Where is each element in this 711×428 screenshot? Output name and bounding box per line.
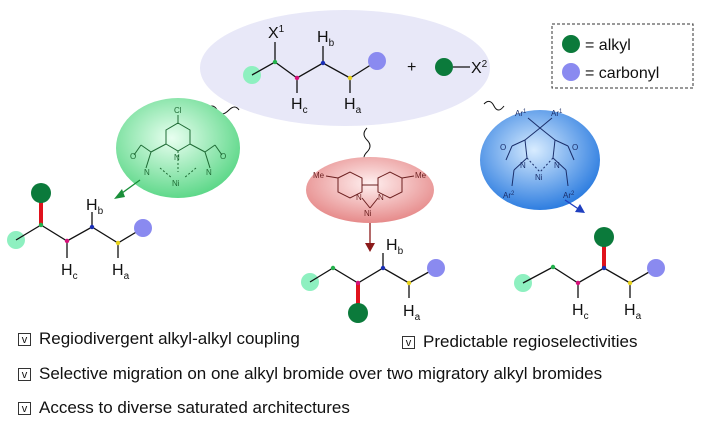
bullet-selective-migration: v Selective migration on one alkyl bromi… (18, 364, 602, 384)
right-catalyst: Ar1 Ar1 O O N N Ni Ar2 Ar2 (480, 109, 600, 210)
middle-cat-me-right: Me (415, 171, 427, 180)
squiggle-right (483, 100, 505, 111)
right-catalyst-bubble (480, 110, 600, 210)
left-cat-o-left: O (130, 152, 136, 161)
alkyl-halide-dot (435, 58, 453, 76)
bullet-predictable: v Predictable regioselectivities (402, 332, 638, 352)
left-catalyst: Cl N N N O O Ni (116, 98, 240, 198)
bullet-text: Access to diverse saturated architecture… (39, 398, 350, 417)
left-product-hc: Hc (61, 262, 78, 282)
middle-cat-n-right: N (378, 193, 384, 202)
right-product-ha: Ha (624, 302, 642, 322)
middle-cat-ni: Ni (364, 209, 372, 218)
middle-product-ha: Ha (403, 303, 421, 323)
right-cat-n-left: N (520, 161, 526, 170)
right-cat-o-right: O (572, 143, 578, 152)
right-cat-ar2-left: Ar2 (503, 191, 515, 200)
reactant-hc-label: Hc (291, 96, 308, 116)
right-cat-ni: Ni (535, 173, 543, 182)
checkbox-icon: v (402, 335, 415, 349)
left-cat-ni: Ni (172, 179, 180, 188)
squiggle-middle (363, 127, 371, 163)
left-cat-n-mid: N (174, 153, 180, 162)
middle-cat-n-left: N (356, 193, 362, 202)
alkyl-legend-dot (562, 35, 580, 53)
bullet-regiodivergent: v Regiodivergent alkyl-alkyl coupling (18, 329, 300, 349)
middle-cat-me-left: Me (313, 171, 325, 180)
legend-alkyl-label: = alkyl (585, 37, 631, 54)
left-product-ha: Ha (112, 262, 130, 282)
right-cat-n-right: N (554, 161, 560, 170)
middle-catalyst: Me Me N N Ni (306, 157, 434, 223)
reactant-ha-label: Ha (344, 96, 362, 116)
legend-carbonyl-label: = carbonyl (585, 65, 659, 82)
middle-product-hb: Hb (386, 237, 404, 257)
reactant-hb-label: Hb (317, 29, 335, 49)
reactant-ellipse (200, 10, 490, 126)
plus-sign: + (407, 59, 416, 76)
bullet-text: Selective migration on one alkyl bromide… (39, 364, 603, 383)
right-cat-ar1-right: Ar1 (551, 109, 563, 118)
bullet-access: v Access to diverse saturated architectu… (18, 398, 350, 418)
middle-product: Hb Ha (301, 237, 445, 323)
reactant-x2-label: X2 (471, 59, 488, 77)
carbonyl-legend-dot (562, 63, 580, 81)
left-catalyst-bubble (116, 98, 240, 198)
checkbox-icon: v (18, 367, 31, 381)
checkbox-icon: v (18, 401, 31, 415)
left-cat-n-right: N (206, 168, 212, 177)
bullet-text: Predictable regioselectivities (423, 332, 638, 351)
left-cat-cl: Cl (174, 106, 182, 115)
legend: = alkyl = carbonyl (551, 23, 694, 89)
left-cat-o-right: O (220, 152, 226, 161)
middle-catalyst-bubble (306, 157, 434, 223)
right-cat-o-left: O (500, 143, 506, 152)
right-product: Hc Ha (514, 227, 665, 322)
right-product-hc: Hc (572, 302, 589, 322)
left-product: Hb Hc Ha (7, 183, 152, 282)
right-cat-ar1-left: Ar1 (515, 109, 527, 118)
left-cat-n-left: N (144, 168, 150, 177)
checkbox-icon: v (18, 332, 31, 346)
left-product-hb: Hb (86, 197, 104, 217)
bullet-text: Regiodivergent alkyl-alkyl coupling (39, 329, 300, 348)
reactant-end-carbonyl (368, 52, 386, 70)
reactant-x1-label: X1 (268, 24, 285, 42)
right-cat-ar2-right: Ar2 (563, 191, 575, 200)
reactant-chain: X1 Hb Hc Ha + X2 (243, 24, 488, 116)
